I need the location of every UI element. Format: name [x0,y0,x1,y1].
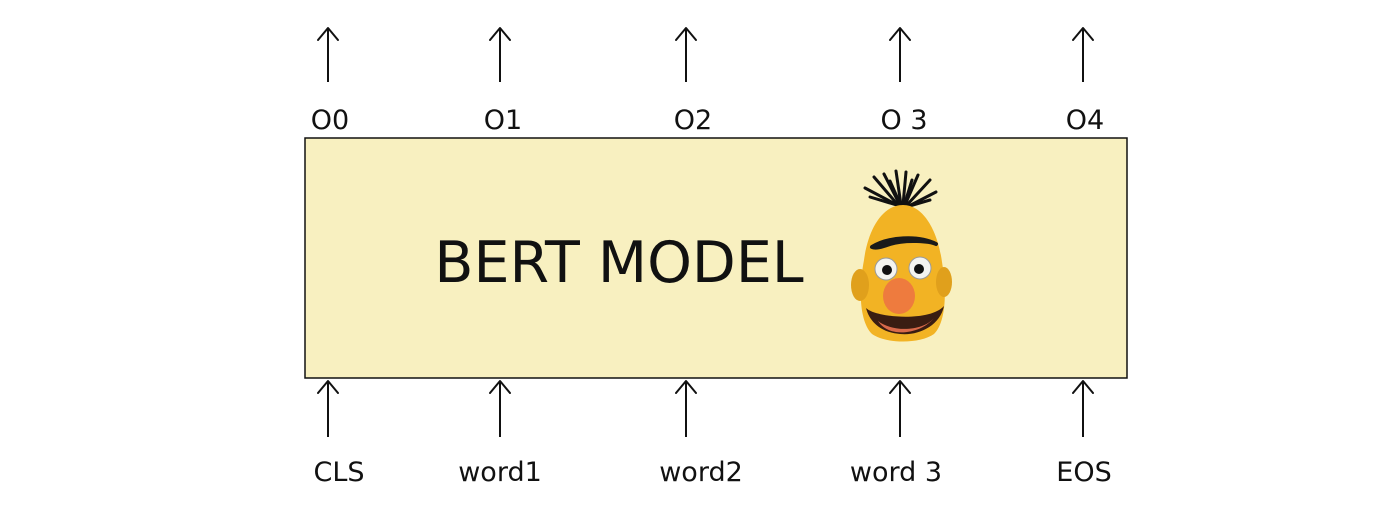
bert-model-box [304,137,1128,379]
input-arrows [317,380,1094,437]
output-arrow-1 [489,27,511,82]
output-arrow-4 [1072,27,1094,82]
output-arrow-0 [317,27,339,82]
input-label-4: EOS [1056,457,1111,488]
input-labels: CLS word1 word2 word 3 EOS [313,457,1111,488]
output-labels: O0 O1 O2 O 3 O4 [311,105,1104,136]
output-label-2: O2 [674,105,712,136]
ear-left-icon [851,269,869,301]
output-arrows [317,27,1094,82]
output-arrow-3 [889,27,911,82]
input-arrow-4 [1072,380,1094,437]
input-label-2: word2 [659,457,743,488]
input-label-0: CLS [313,457,364,488]
model-title: BERT MODEL [434,230,803,296]
tongue-icon [878,318,934,333]
output-label-0: O0 [311,105,349,136]
output-label-4: O4 [1066,105,1104,136]
input-arrow-2 [675,380,697,437]
hair-icon [863,169,938,209]
output-arrow-2 [675,27,697,82]
bert-face-icon [851,169,952,342]
output-label-1: O1 [484,105,522,136]
output-label-3: O 3 [880,105,927,136]
input-label-3: word 3 [850,457,942,488]
input-arrow-0 [317,380,339,437]
nose-icon [883,278,915,314]
brow-icon [870,236,938,250]
pupil-right-icon [914,264,924,274]
input-arrow-3 [889,380,911,437]
pupil-left-icon [882,265,892,275]
input-label-1: word1 [458,457,542,488]
ear-right-icon [936,267,952,297]
input-arrow-1 [489,380,511,437]
